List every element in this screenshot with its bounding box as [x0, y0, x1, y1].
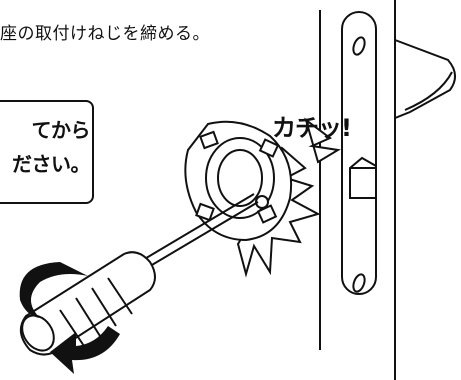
rotate-arrow-icon [19, 262, 120, 374]
strike-plate-icon [341, 11, 377, 295]
click-sound-effect: カチッ! [272, 114, 352, 142]
note-callout-box: てから ださい。 [0, 100, 94, 204]
screwdriver-icon [19, 193, 259, 356]
instruction-caption: 座の取付けねじを締める。 [0, 24, 210, 44]
lever-handle-icon [394, 38, 456, 120]
bracket-seat-icon [184, 120, 293, 242]
note-callout-line-2: ださい。 [12, 152, 91, 176]
note-callout-line-1: てから [31, 118, 91, 142]
